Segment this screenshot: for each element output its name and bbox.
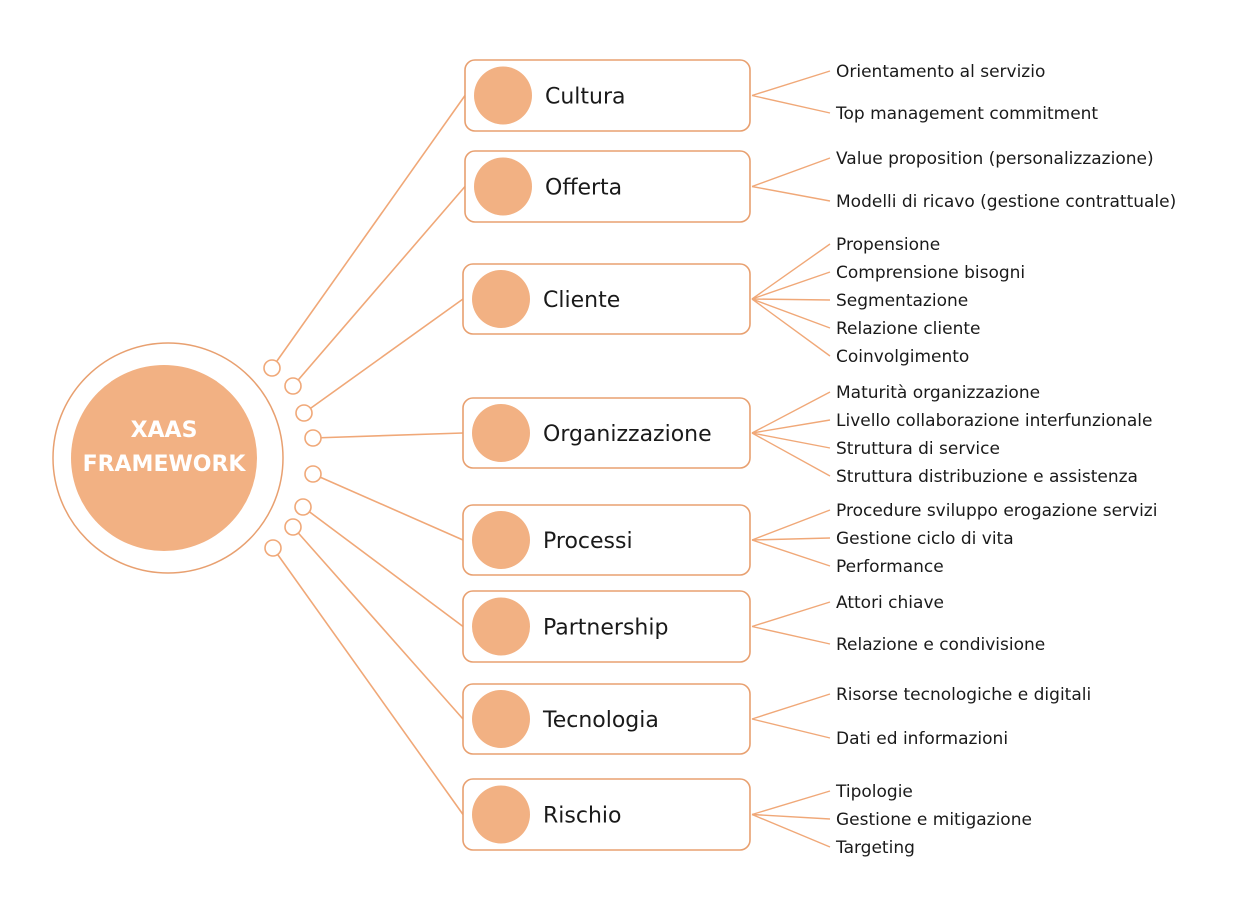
- connector-dot: [284, 377, 302, 395]
- sub-item: Maturità organizzazione: [836, 383, 1040, 403]
- hub-link: [312, 473, 464, 541]
- item-link: [751, 813, 831, 820]
- item-link: [751, 625, 831, 645]
- hub-link: [312, 432, 464, 439]
- item-link: [751, 185, 831, 202]
- category-box: [462, 504, 751, 576]
- sub-item: Tipologie: [835, 782, 913, 802]
- sub-item: Attori chiave: [836, 593, 944, 613]
- category-label: Cultura: [545, 85, 626, 110]
- hub-link: [292, 185, 466, 387]
- sub-item: Livello collaborazione interfunzionale: [836, 411, 1152, 431]
- sub-item: Struttura distribuzione e assistenza: [836, 467, 1138, 487]
- category-label: Offerta: [545, 176, 622, 201]
- hub-title-line1: XAAS: [131, 418, 198, 443]
- category-bullet-icon: [474, 157, 532, 216]
- item-link: [751, 298, 831, 357]
- item-link: [751, 70, 831, 97]
- category-processi: Processi Procedure sviluppo erogazione se…: [462, 501, 1157, 577]
- category-organizzazione: Organizzazione Maturità organizzazioneLiv…: [462, 383, 1152, 487]
- sub-item: Risorse tecnologiche e digitali: [836, 685, 1091, 705]
- category-box: [462, 778, 751, 851]
- sub-item: Procedure sviluppo erogazione servizi: [836, 501, 1157, 521]
- sub-item: Coinvolgimento: [836, 347, 969, 367]
- sub-item: Top management commitment: [835, 104, 1098, 124]
- item-link: [751, 432, 831, 449]
- sub-item: Orientamento al servizio: [836, 62, 1045, 82]
- sub-item: Relazione cliente: [836, 319, 980, 339]
- item-link: [751, 693, 831, 720]
- item-link: [751, 601, 831, 628]
- item-link: [751, 419, 831, 434]
- hub-link: [302, 506, 464, 628]
- connector-dot: [304, 429, 322, 447]
- category-bullet-icon: [472, 690, 530, 748]
- category-tecnologia: Tecnologia Risorse tecnologiche e digital…: [462, 683, 1091, 755]
- sub-item: Modelli di ricavo (gestione contrattuale…: [836, 192, 1176, 212]
- category-bullet-icon: [474, 66, 532, 125]
- connector-dot: [294, 498, 312, 516]
- category-bullet-icon: [472, 785, 530, 844]
- item-link: [751, 243, 831, 300]
- category-label: Processi: [543, 529, 633, 554]
- item-link: [751, 432, 831, 477]
- category-box: [462, 263, 751, 335]
- sub-item: Comprensione bisogni: [836, 263, 1025, 283]
- item-link: [751, 271, 831, 300]
- category-label: Partnership: [543, 616, 668, 641]
- sub-item: Struttura di service: [836, 439, 1000, 459]
- item-link: [751, 539, 831, 567]
- item-link: [751, 94, 831, 114]
- sub-item: Gestione e mitigazione: [836, 810, 1032, 830]
- category-bullet-icon: [472, 404, 530, 462]
- item-link: [751, 157, 831, 188]
- connector-dot: [304, 465, 322, 483]
- item-link: [751, 298, 831, 329]
- category-label: Organizzazione: [543, 422, 712, 447]
- connector-dot: [295, 404, 313, 422]
- category-offerta: Offerta Value proposition (personalizzazi…: [464, 149, 1176, 223]
- sub-item: Propensione: [836, 235, 940, 255]
- sub-item: Dati ed informazioni: [836, 729, 1008, 749]
- sub-item: Gestione ciclo di vita: [836, 529, 1014, 549]
- category-box: [464, 150, 751, 223]
- category-box: [464, 59, 751, 132]
- category-label: Cliente: [543, 288, 620, 313]
- sub-item: Value proposition (personalizzazione): [836, 149, 1154, 169]
- category-label: Tecnologia: [542, 708, 659, 733]
- item-link: [751, 537, 831, 541]
- category-box: [462, 683, 751, 755]
- sub-item: Targeting: [835, 838, 915, 858]
- item-link: [751, 509, 831, 541]
- category-bullet-icon: [472, 270, 530, 328]
- item-link: [751, 391, 831, 434]
- sub-item: Relazione e condivisione: [836, 635, 1045, 655]
- category-bullet-icon: [472, 511, 530, 569]
- category-label: Rischio: [543, 804, 621, 829]
- hub-link: [292, 526, 464, 720]
- hub-circle: [71, 365, 257, 551]
- item-link: [751, 813, 831, 848]
- connector-dot: [263, 359, 281, 377]
- sub-item: Performance: [836, 557, 944, 577]
- connector-dot: [284, 518, 302, 536]
- connector-dot: [264, 539, 282, 557]
- hub: XAAS FRAMEWORK: [52, 342, 284, 574]
- hub-link: [303, 298, 464, 414]
- hub-link: [271, 95, 466, 369]
- item-link: [751, 790, 831, 816]
- sub-item: Segmentazione: [836, 291, 968, 311]
- category-box: [462, 590, 751, 663]
- category-box: [462, 397, 751, 469]
- item-link: [751, 298, 831, 301]
- category-bullet-icon: [472, 597, 530, 656]
- hub-title-line2: FRAMEWORK: [83, 452, 247, 477]
- hub-link: [272, 547, 464, 815]
- item-link: [751, 718, 831, 739]
